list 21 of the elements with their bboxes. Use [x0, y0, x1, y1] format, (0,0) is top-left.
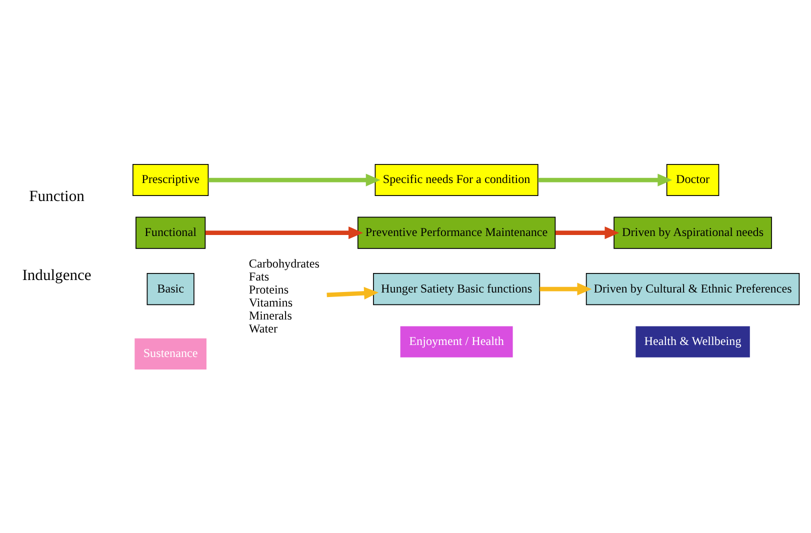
- node-text: Carbohydrates Fats Proteins Vitamins Minerals Water: [248, 256, 320, 336]
- arrow: [208, 173, 380, 186]
- arrow: [540, 282, 592, 295]
- node-box: Basic: [146, 272, 194, 305]
- node-box: Doctor: [666, 164, 720, 196]
- arrow: [326, 286, 379, 300]
- arrow: [556, 226, 620, 239]
- node-box: Enjoyment / Health: [400, 326, 513, 357]
- node-box: Functional: [136, 216, 206, 248]
- arrow: [205, 226, 363, 239]
- node-box: Driven by Aspirational needs: [614, 216, 772, 248]
- label: Indulgence: [22, 266, 92, 284]
- node-box: Prescriptive: [132, 164, 209, 196]
- node-box: Specific needs For a condition: [374, 164, 538, 196]
- node-box: Health & Wellbeing: [636, 326, 750, 357]
- node-box: Preventive Performance Maintenance: [357, 216, 556, 248]
- node-box: Hunger Satiety Basic functions: [373, 272, 540, 305]
- node-box: Sustenance: [134, 338, 206, 370]
- label: Function: [29, 188, 84, 205]
- node-box: Driven by Cultural & Ethnic Preferences: [586, 272, 800, 305]
- arrow: [538, 173, 672, 186]
